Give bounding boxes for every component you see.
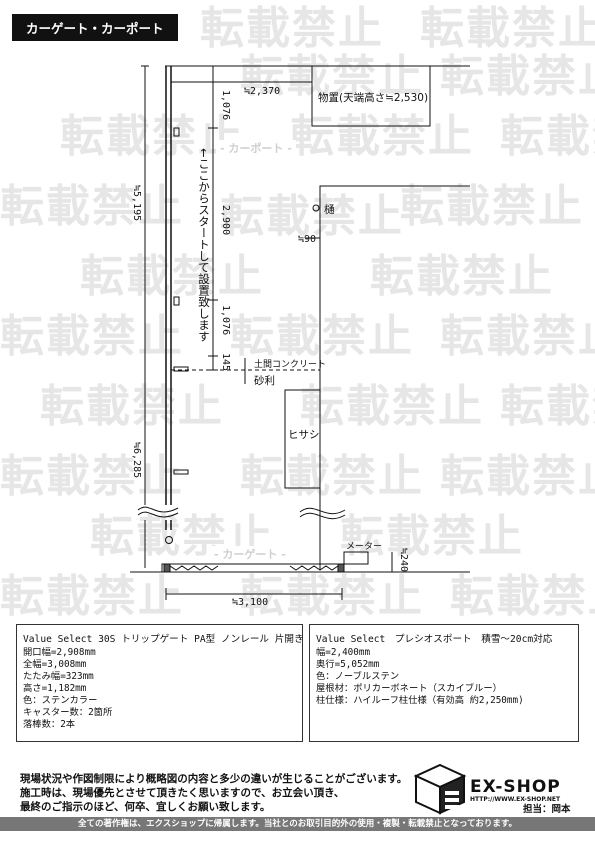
earth-concrete-label: 土間コンクリート xyxy=(254,360,327,370)
storage-outline xyxy=(311,65,431,127)
dim-90: ≒90 xyxy=(298,234,317,245)
gate-spec-line: キャスター数：2箇所 xyxy=(23,707,113,718)
cube-logo-icon xyxy=(413,763,467,815)
carport-spec-title: Value Select プレシオスポート 積雪～20cm対応 xyxy=(316,634,553,645)
copyright-footer: 全ての著作権は、エクスショップに帰属します。当社とのお取引目的外の使用・複製・転… xyxy=(0,817,595,831)
carport-spec-line: 奥行=5,052mm xyxy=(316,659,380,670)
dim-3100: ≒3,100 xyxy=(232,597,269,608)
carport-post-mark xyxy=(173,127,180,137)
note-line: 最終のご指示のほど、何卒、宜しくお願い致します。 xyxy=(20,801,271,813)
brand-name: EX-SHOP xyxy=(470,777,561,797)
gate-spec-line: 高さ=1,182mm xyxy=(23,683,87,694)
cargate-label: - カーゲート - xyxy=(210,546,290,562)
site-plan-drawing xyxy=(130,65,470,600)
dim-6285: ≒6,285 xyxy=(131,442,142,479)
gate-spec-line: 色：ステンカラー xyxy=(23,695,98,706)
carport-overlay-label: - カーポート - xyxy=(216,140,296,156)
meter-label: メーター xyxy=(346,542,383,552)
gate-spec-line: 全幅=3,008mm xyxy=(23,659,87,670)
staff-label: 担当：岡本 xyxy=(523,804,571,815)
gate-spec-line: 開口幅=2,908mm xyxy=(23,647,96,658)
house-wall xyxy=(319,185,470,570)
eaves-outline xyxy=(284,389,321,489)
gate-zigzag xyxy=(169,565,219,571)
gate-spec-line: たたみ幅=323mm xyxy=(23,671,94,682)
gravel-label: 砂利 xyxy=(254,375,275,387)
dim-1076-bottom: 1,076 xyxy=(220,305,231,336)
carport-spec-box: Value Select プレシオスポート 積雪～20cm対応 幅=2,400m… xyxy=(309,624,579,742)
note-line: 施工時は、現場優先とさせて頂きたく思いますので、お立会い頂き、 xyxy=(20,787,345,799)
dim-1076-top: 1,076 xyxy=(220,90,231,121)
dim-2370: ≒2,370 xyxy=(244,86,281,97)
dim-2900: 2,900 xyxy=(220,205,231,236)
break-symbol xyxy=(299,507,346,515)
carport-post-mark xyxy=(173,296,180,306)
carport-spec-line: 柱仕様：ハイルーフ柱仕様（有効高 約2,250mm) xyxy=(316,695,524,706)
gate-spec-line: 落棒数：2本 xyxy=(23,719,76,730)
carport-spec-line: 屋根材：ポリカーボネート（スカイブルー） xyxy=(316,683,502,694)
storage-label: 物置(天端高さ≒2,530) xyxy=(318,92,429,104)
carport-spec-line: 色：ノーブルステン xyxy=(316,671,400,682)
header-title: カーゲート・カーポート xyxy=(12,14,178,41)
eaves-label: ヒサシ xyxy=(288,429,320,441)
gate-spec-title: Value Select 30S トリップゲート PA型 ノンレール 片開き xyxy=(23,634,304,645)
note-line: 現場状況や作図制限により概略図の内容と多少の違いが生じることがございます。 xyxy=(20,773,408,785)
carport-spec-line: 幅=2,400mm xyxy=(316,647,371,658)
brand-url: HTTP://WWW.EX-SHOP.NET xyxy=(470,796,561,803)
gutter-label: 樋 xyxy=(324,204,335,216)
gutter-circle xyxy=(312,204,320,212)
start-note: ←ここからスタートして設置致します xyxy=(197,148,211,342)
dim-145: 145 xyxy=(220,353,231,372)
post-circle xyxy=(165,536,173,544)
gate-spec-box: Value Select 30S トリップゲート PA型 ノンレール 片開き 開… xyxy=(16,624,304,742)
dim-240: ≒240 xyxy=(398,548,409,573)
meter-box xyxy=(343,551,369,565)
wall-mark xyxy=(173,366,189,372)
break-symbol xyxy=(137,506,179,513)
dim-5195: ≒5,195 xyxy=(131,185,142,222)
wall-mark xyxy=(173,469,189,475)
site-notes: 現場状況や作図制限により概略図の内容と多少の違いが生じることがございます。 施工… xyxy=(20,772,407,814)
